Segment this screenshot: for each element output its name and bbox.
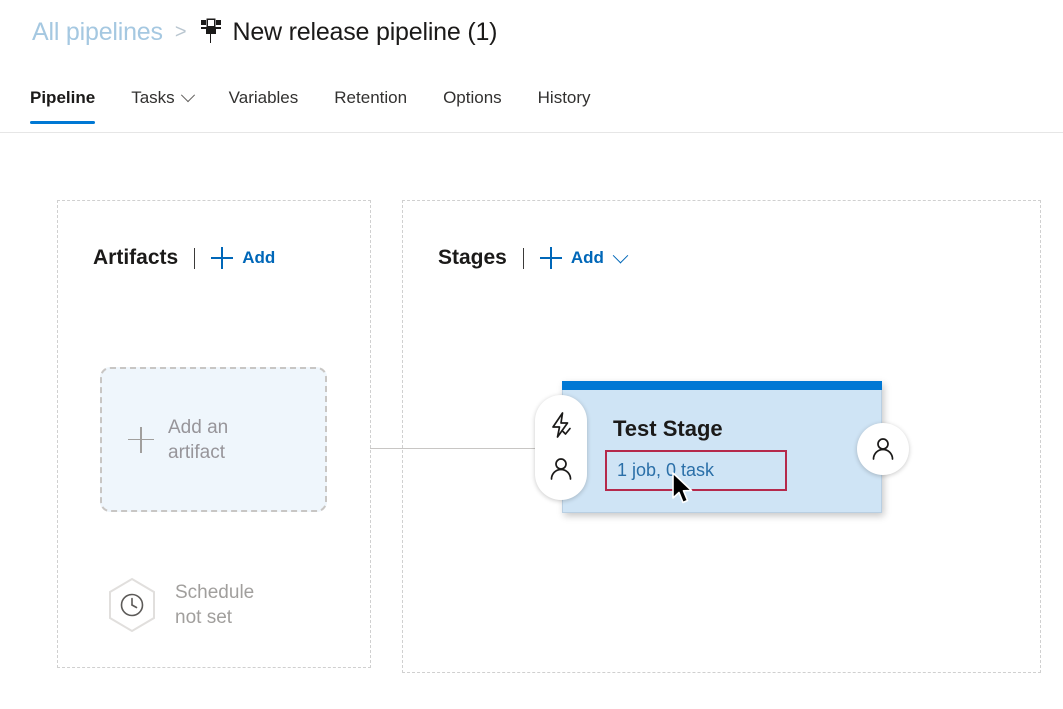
breadcrumb: All pipelines > New release pipeline (1) <box>32 10 497 54</box>
tab-label: Retention <box>334 88 408 107</box>
artifacts-panel: Artifacts Add <box>57 200 371 668</box>
artifacts-title: Artifacts <box>93 246 179 269</box>
schedule-label: Schedule not set <box>175 582 255 628</box>
tab-bar: Pipeline Tasks Variables Retention Options Hi… <box>0 82 1063 133</box>
tab-label: Variables <box>228 88 299 107</box>
tab-label: Pipeline <box>30 88 96 107</box>
divider <box>194 247 196 269</box>
stage-card-test-stage[interactable]: Test Stage 1 job, 0 task <box>562 381 882 513</box>
add-artifact-button[interactable]: Add <box>242 248 276 267</box>
tab-label: Tasks <box>131 88 175 107</box>
add-an-artifact-label: Add an artifact <box>168 416 229 463</box>
plus-icon[interactable] <box>539 247 562 269</box>
tab-tasks[interactable]: Tasks <box>131 82 195 108</box>
tab-history[interactable]: History <box>538 82 591 108</box>
pre-deployment-conditions-button[interactable] <box>535 395 587 500</box>
plus-icon <box>128 426 154 453</box>
chevron-down-icon[interactable] <box>180 88 195 103</box>
add-stage-button[interactable]: Add <box>570 248 604 267</box>
clock-icon <box>107 577 157 633</box>
stage-name: Test Stage <box>613 416 723 441</box>
person-icon <box>535 447 587 491</box>
stage-jobs-tasks-link[interactable]: 1 job, 0 task <box>617 460 715 480</box>
page-title: New release pipeline (1) <box>232 17 498 46</box>
tab-pipeline[interactable]: Pipeline <box>30 82 96 124</box>
tab-label: History <box>537 88 591 107</box>
tab-options[interactable]: Options <box>443 82 502 108</box>
post-deployment-conditions-button[interactable] <box>857 423 909 475</box>
add-an-artifact-box[interactable]: Add an artifact <box>100 367 327 512</box>
artifacts-panel-header: Artifacts Add <box>93 246 275 270</box>
lightning-bolt-icon <box>535 403 587 447</box>
artifact-stage-connector <box>370 448 565 449</box>
breadcrumb-separator: > <box>174 21 187 43</box>
status-badge: 1 job, 0 task <box>605 450 787 491</box>
chevron-down-icon[interactable] <box>612 247 629 263</box>
breadcrumb-all-pipelines-link[interactable]: All pipelines <box>32 17 163 46</box>
schedule-item[interactable]: Schedule not set <box>107 577 254 633</box>
stages-title: Stages <box>438 246 507 269</box>
tab-variables[interactable]: Variables <box>229 82 299 108</box>
tab-label: Options <box>443 88 502 107</box>
stages-panel: Stages Add <box>402 200 1041 673</box>
release-pipeline-icon <box>200 19 222 45</box>
stages-panel-header: Stages Add <box>438 246 629 270</box>
plus-icon[interactable] <box>211 247 234 269</box>
divider <box>522 247 524 269</box>
tab-retention[interactable]: Retention <box>334 82 407 108</box>
breadcrumb-current: New release pipeline (1) <box>200 17 498 47</box>
person-icon <box>857 423 909 475</box>
